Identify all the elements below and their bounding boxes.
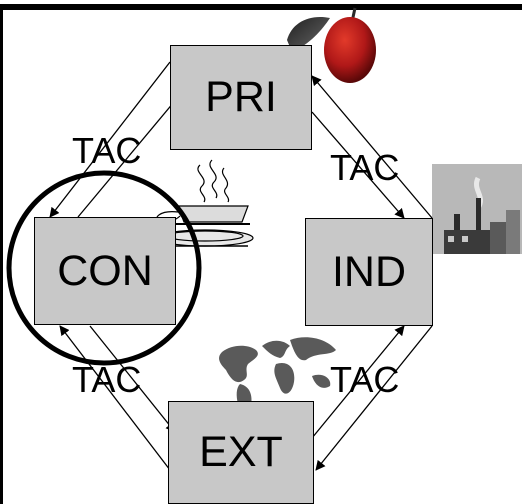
- edge-label-bottom-left: TAC: [72, 359, 142, 400]
- apple-icon: [287, 7, 376, 83]
- edge-label-top-left: TAC: [72, 130, 142, 171]
- node-pri: PRI: [170, 45, 312, 150]
- factory-icon: [432, 164, 522, 254]
- edge-label-bottom-right: TAC: [330, 359, 400, 400]
- node-ext: EXT: [168, 401, 314, 504]
- node-con: CON: [34, 217, 176, 325]
- node-ind: IND: [305, 218, 433, 326]
- highlight-circle: [6, 170, 202, 366]
- edges: [49, 61, 433, 471]
- left-border: [0, 10, 3, 504]
- edge-label-top-right: TAC: [330, 147, 400, 188]
- top-border: [0, 4, 522, 10]
